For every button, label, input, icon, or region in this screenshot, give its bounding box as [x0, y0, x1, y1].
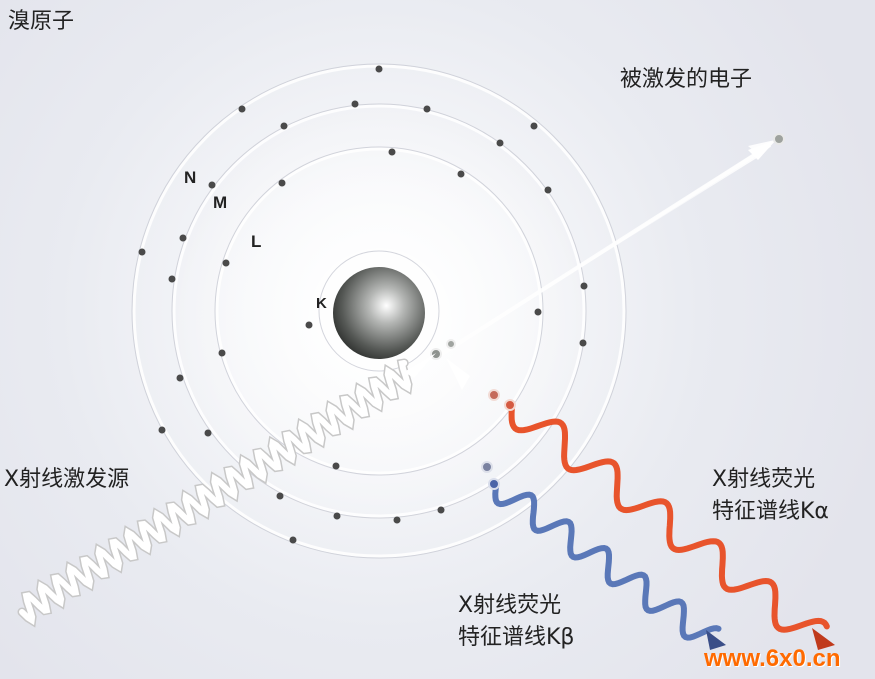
electron — [437, 506, 445, 514]
k-beta-start-dot — [488, 478, 500, 490]
electron — [276, 492, 284, 500]
shell-n-label: N — [184, 168, 197, 187]
k-beta-label-line1: X射线荧光 — [458, 593, 562, 618]
k-alpha-label-line1: X射线荧光 — [712, 467, 816, 492]
electron — [388, 148, 396, 156]
vacancy-electron — [430, 348, 442, 360]
emission-arrowhead — [446, 358, 470, 390]
excited-electron — [773, 133, 785, 145]
electron — [375, 65, 383, 73]
watermark: www.6x0.cn — [704, 645, 841, 672]
k-beta-label-line2: 特征谱线Kβ — [458, 625, 575, 650]
electron — [351, 100, 359, 108]
electron — [496, 139, 504, 147]
shell-k-label: K — [316, 295, 327, 312]
shell-m-label: M — [213, 193, 228, 212]
m-shell-ring — [172, 104, 586, 518]
ejection-path — [438, 143, 772, 357]
electron — [280, 122, 288, 130]
k-alpha-source-dot — [488, 389, 500, 401]
electron — [534, 308, 542, 316]
electron — [423, 105, 431, 113]
vacancy-marker — [446, 339, 456, 349]
k-beta-source-dot — [481, 461, 493, 473]
nucleus — [333, 267, 425, 359]
electron — [179, 234, 187, 242]
k-shell-ring — [319, 251, 439, 371]
k-beta-wave — [492, 483, 722, 641]
electron — [544, 186, 552, 194]
electron-k — [305, 321, 313, 329]
electron — [204, 429, 212, 437]
electron — [158, 426, 166, 434]
source-wave — [19, 360, 412, 626]
k-alpha-arrowhead — [812, 628, 835, 650]
ejection-arrowhead — [748, 140, 776, 160]
k-alpha-wave — [508, 403, 830, 633]
electron — [579, 339, 587, 347]
electron — [208, 181, 216, 189]
shell-l-label: L — [251, 232, 262, 251]
k-alpha-start-dot — [504, 399, 516, 411]
electron — [168, 275, 176, 283]
electron — [580, 282, 588, 290]
k-alpha-label-line2: 特征谱线Kα — [712, 499, 829, 524]
electron — [393, 516, 401, 524]
electrons — [138, 65, 785, 544]
excited-electron-label: 被激发的电子 — [620, 67, 753, 92]
electron — [332, 462, 340, 470]
electron — [530, 122, 538, 130]
electron — [289, 536, 297, 544]
electron — [457, 170, 465, 178]
orbit-ring-edges — [131, 63, 627, 559]
electron — [278, 179, 286, 187]
electron — [138, 248, 146, 256]
atom-label: 溴原子 — [8, 9, 75, 34]
k-beta-arrowhead — [706, 630, 726, 650]
electron — [176, 374, 184, 382]
electron — [222, 259, 230, 267]
source-arrowhead — [404, 353, 436, 378]
electron — [238, 105, 246, 113]
electron — [333, 512, 341, 520]
electron — [218, 349, 226, 357]
source-label: X射线激发源 — [4, 467, 130, 492]
